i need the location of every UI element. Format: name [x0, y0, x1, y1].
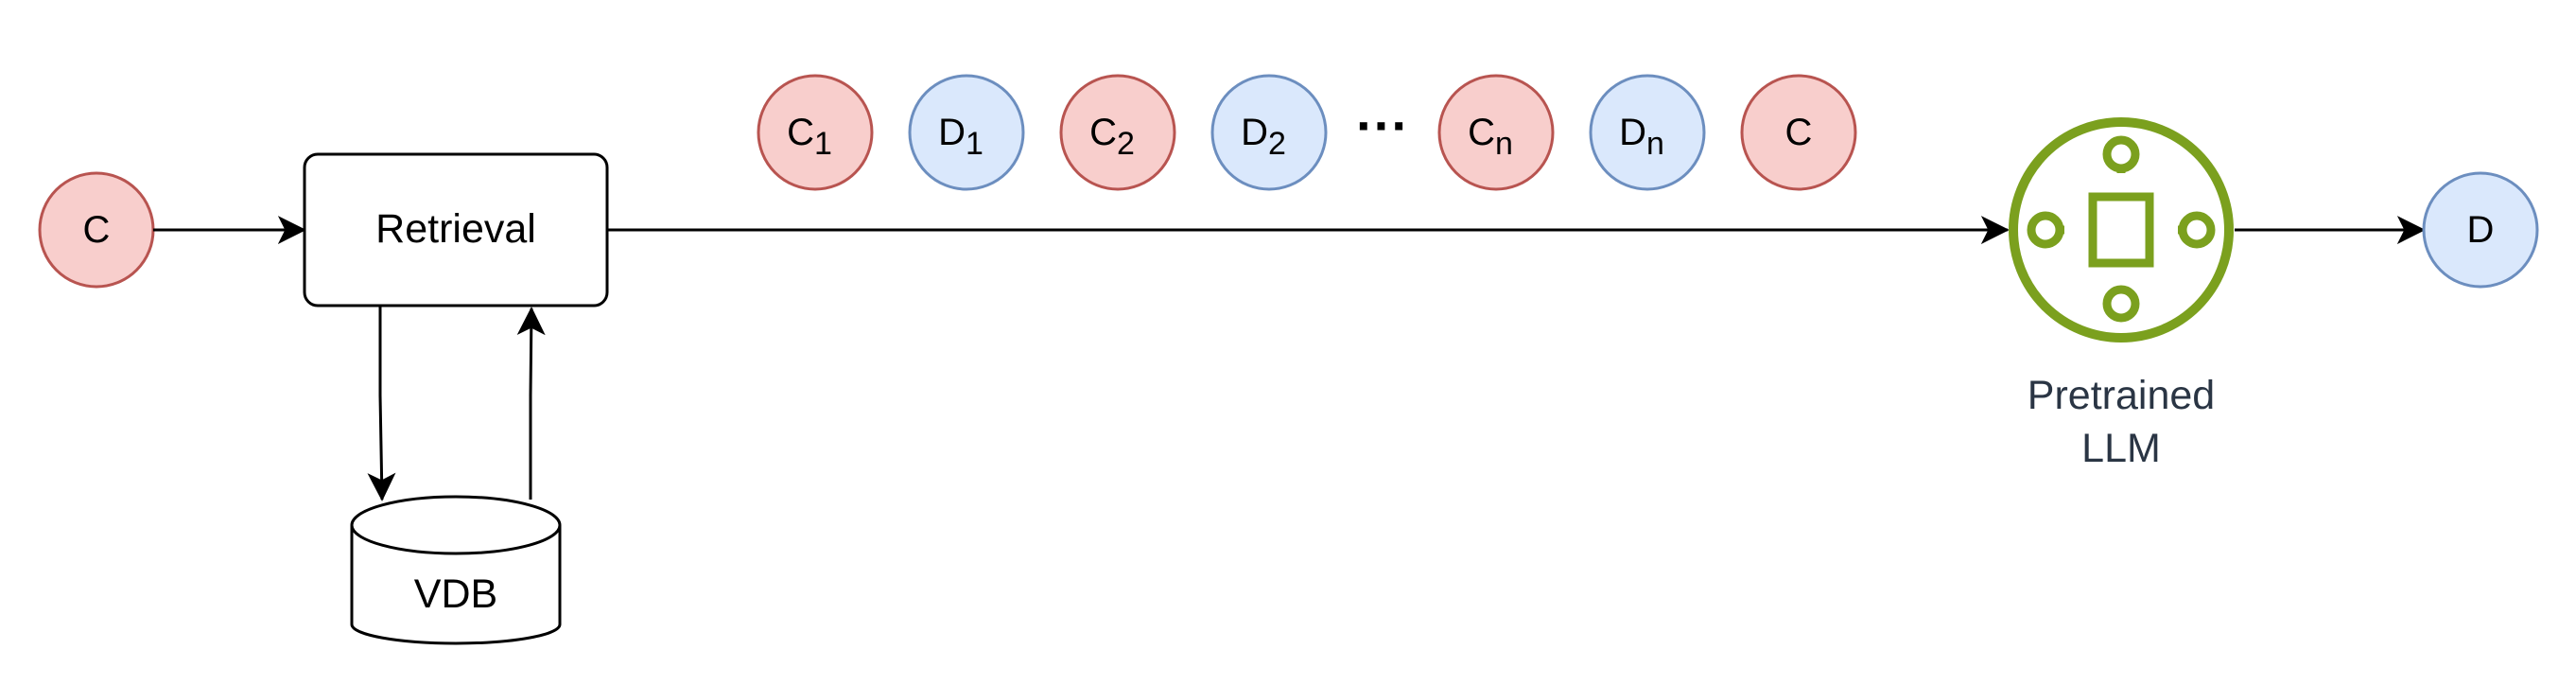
- retrieval-label: Retrieval: [375, 206, 536, 252]
- sequence-node-subscript: 1: [966, 126, 983, 162]
- sequence-node-d-2[interactable]: D2: [1210, 74, 1328, 191]
- sequence-node-subscript: 1: [814, 126, 832, 162]
- sequence-node-d-1[interactable]: D1: [908, 74, 1025, 191]
- vdb-database[interactable]: VDB: [350, 495, 562, 645]
- arrow-retrieval-to-vdb: [367, 306, 396, 501]
- sequence-node-circle: [908, 74, 1025, 191]
- retrieval-box[interactable]: Retrieval: [303, 152, 609, 307]
- output-node-d[interactable]: D: [2422, 171, 2539, 289]
- pretrained-llm-icon[interactable]: [2009, 117, 2234, 342]
- sequence-ellipsis: ···: [1356, 96, 1409, 155]
- context-sequence: C1 D1 C2 D2 ··· Cn Dn C: [757, 74, 1857, 191]
- sequence-node-circle: [757, 74, 874, 191]
- output-node-label: D: [2467, 209, 2495, 251]
- input-node-label: C: [83, 209, 111, 251]
- sequence-node-circle: [1589, 74, 1706, 191]
- sequence-node-circle: [1059, 74, 1176, 191]
- sequence-node-subscript: 2: [1117, 126, 1135, 162]
- sequence-node-circle: [1740, 74, 1857, 191]
- sequence-node-c-2[interactable]: C2: [1059, 74, 1176, 191]
- sequence-node-c-1[interactable]: C1: [757, 74, 874, 191]
- sequence-node-circle: [1210, 74, 1328, 191]
- sequence-node-d-n[interactable]: Dn: [1589, 74, 1706, 191]
- sequence-node-c[interactable]: C: [1740, 74, 1857, 191]
- vdb-label: VDB: [414, 571, 497, 617]
- sequence-node-subscript: n: [1646, 126, 1664, 162]
- llm-label-line1: Pretrained: [2028, 373, 2215, 418]
- input-node-c[interactable]: C: [38, 171, 155, 289]
- sequence-node-subscript: 2: [1268, 126, 1286, 162]
- llm-label-line2: LLM: [2081, 426, 2161, 471]
- ellipsis-label: ···: [1356, 96, 1409, 155]
- sequence-node-circle: [1437, 74, 1555, 191]
- sequence-node-label: C: [1785, 112, 1813, 153]
- sequence-node-c-n[interactable]: Cn: [1437, 74, 1555, 191]
- sequence-node-subscript: n: [1495, 126, 1513, 162]
